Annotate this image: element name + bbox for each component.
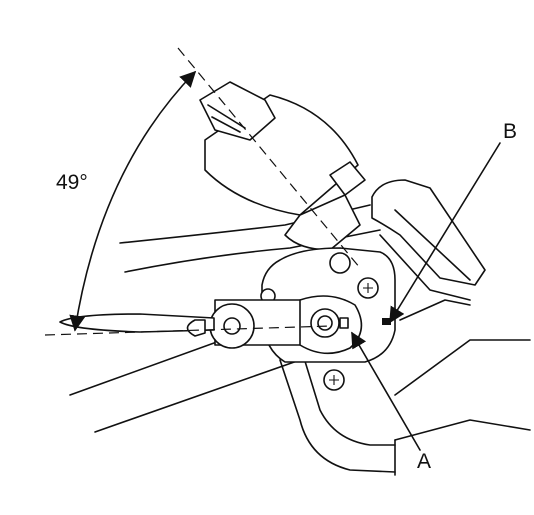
crank-link [59,295,363,355]
wiper-motor-icon [199,81,366,251]
angle-label: 49° [56,171,88,194]
callout-label-b: B [503,120,518,143]
bolt-icon [323,277,379,391]
frame-upper [119,179,486,321]
mark-b [382,318,391,325]
callout-label-a: A [417,450,432,473]
angle-dimension [69,70,197,332]
leader-lines [351,142,501,451]
